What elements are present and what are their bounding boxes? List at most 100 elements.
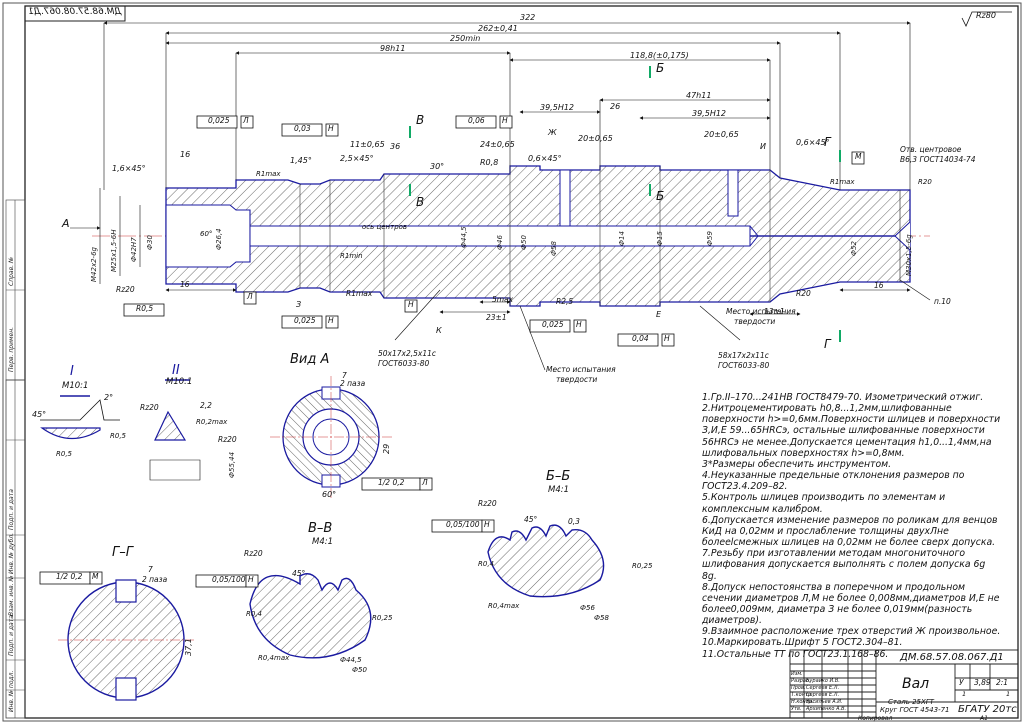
dia-15: Ф15: [656, 231, 664, 246]
section-B-B-d56: Ф56: [580, 604, 595, 612]
lit: У: [959, 678, 964, 687]
margin-label-1: Справ. №: [8, 256, 15, 286]
dia-42: Ф42Н7: [130, 237, 138, 262]
arrow-A: А: [62, 217, 70, 230]
dim-395b: 39,5Н12: [692, 109, 727, 118]
section-mark-B-bottom: Б: [656, 189, 665, 203]
note-9: 9.Взаимное расположение трех отверстий Ж…: [702, 626, 1001, 638]
section-B-B-r04b: R0,4max: [488, 602, 520, 610]
dim-overall: 322: [520, 13, 536, 22]
section-V-V-datum: Н: [248, 575, 254, 584]
fr-datum-n-d: Н: [576, 320, 582, 329]
r25: R2,5: [556, 297, 574, 306]
dim-5max: 5max: [492, 295, 514, 304]
r01max: R1max: [256, 170, 281, 178]
fr-datum-n-e: Н: [664, 334, 670, 343]
r08: R0,8: [480, 158, 499, 167]
dim-262: 262±0,41: [478, 24, 518, 33]
mass: 3,89: [974, 678, 991, 687]
axis-label: ось центров: [362, 223, 408, 231]
angle-30: 30°: [430, 162, 445, 171]
note-2: 2.Нитроцементировать h0,8...1,2мм,шлифов…: [702, 403, 1001, 459]
dim-16x45: 1,6×45°: [112, 164, 146, 173]
section-G-G: [39, 571, 194, 701]
angle-60: 60°: [200, 230, 213, 238]
dim-47: 47h11: [686, 91, 712, 100]
dim-20b: 20±0,65: [704, 130, 739, 139]
spline-right: 58х17х2х11с: [718, 351, 769, 360]
section-B-B-frame: 0,05/100: [446, 520, 480, 529]
chamfer-145: 1,45°: [290, 156, 312, 165]
section-B-B-45: 45°: [524, 515, 538, 524]
thread-left2: М25х1,5-6Н: [110, 229, 118, 272]
shaft-main-view: [92, 165, 930, 307]
section-V-V-r04: R0,4: [246, 610, 262, 618]
thread-left: М42х2-6g: [90, 247, 98, 282]
name-3: Васильев А.И.: [806, 699, 843, 705]
section-B-B-title: Б–Б: [546, 469, 571, 484]
r1max-left: R1max: [346, 289, 373, 298]
section-V-V-rz20: Rz20: [244, 549, 263, 558]
section-mark-G-top: Г: [824, 135, 831, 149]
role-2: Пров.: [791, 685, 806, 691]
view-A-2paza: 2 паза: [340, 379, 366, 388]
section-V-V-scale: М4:1: [312, 537, 334, 547]
detail-I: [40, 395, 120, 440]
fr-003: 0,03: [294, 124, 311, 133]
name-1: Сергеев Е.Л.: [806, 685, 840, 691]
dim-26: 26: [610, 102, 621, 111]
format: А1: [980, 715, 988, 722]
callout-p10: п.10: [934, 297, 951, 306]
copied-label: Копировал: [858, 715, 893, 722]
datum-L: Л: [247, 292, 253, 301]
role-0: Изм.: [791, 671, 803, 677]
role-4: Н.контр.: [791, 699, 814, 705]
section-G-G-7: 7: [148, 565, 153, 574]
section-mark-V-top: В: [416, 113, 425, 127]
dia-59: Ф59: [706, 231, 714, 246]
sheets: 1: [1006, 690, 1011, 698]
title-block: [789, 649, 1019, 719]
detail-II: [149, 379, 201, 481]
dia-52: Ф52: [850, 241, 858, 256]
section-B-B-datum: Н: [484, 520, 490, 529]
fr-datum-n-b: Н: [502, 116, 508, 125]
note-4: 4.Неуказанные предельные отклонения разм…: [702, 470, 965, 493]
r20-bottom: R20: [796, 289, 811, 298]
callout-D: Е: [656, 310, 662, 319]
spline-right2: ГОСТ6033-80: [718, 361, 770, 370]
spline-left: 50х17х2,5х11с: [378, 349, 436, 358]
dim-98: 98h11: [380, 44, 406, 53]
fr-0025-c: 0,025: [542, 320, 564, 329]
dim-395a: 39,5Н12: [540, 103, 575, 112]
dim-250: 250min: [450, 34, 481, 43]
dia-26: Ф26,4: [215, 228, 223, 250]
dim-20a: 20±0,65: [578, 134, 613, 143]
dimension-lines: [70, 21, 931, 371]
dim-16-right: 16: [874, 281, 884, 290]
role-1: Разраб.: [791, 678, 811, 684]
note-7: 7.Резьбу при изготавлении методам многон…: [702, 548, 986, 582]
detail-I-label: I: [70, 364, 74, 379]
fr-datum-n-c: Н: [328, 316, 334, 325]
mirrored-code: ДМ.68.57.08.067.Д1: [28, 7, 122, 17]
section-G-G-title: Г–Г: [112, 545, 133, 560]
r20: R20: [918, 178, 932, 186]
dim-25x45: 2,5×45°: [340, 154, 374, 163]
margin-label-0: Перв. примен.: [8, 326, 15, 372]
note-8: 8.Допуск непостоянства в поперечном и пр…: [702, 581, 1000, 627]
fr-datum-l: Л: [243, 116, 249, 125]
view-A-datum: Л: [422, 478, 428, 487]
section-V-V-title: В–В: [308, 521, 333, 536]
callout-Z: З: [296, 300, 302, 309]
dim-23: 23±1: [486, 313, 507, 322]
note-1: 1.Гр.II–170...241НВ ГОСТ8479-70. Изометр…: [702, 392, 984, 403]
section-V-V-r04b: R0,4max: [258, 654, 290, 662]
part-title: Вал: [902, 676, 930, 692]
section-V-V-45: 45°: [292, 569, 306, 578]
datum-M: М: [855, 152, 862, 161]
view-A: [270, 376, 433, 498]
dim-36: 36: [390, 142, 401, 151]
dim-16: 16: [180, 150, 191, 159]
